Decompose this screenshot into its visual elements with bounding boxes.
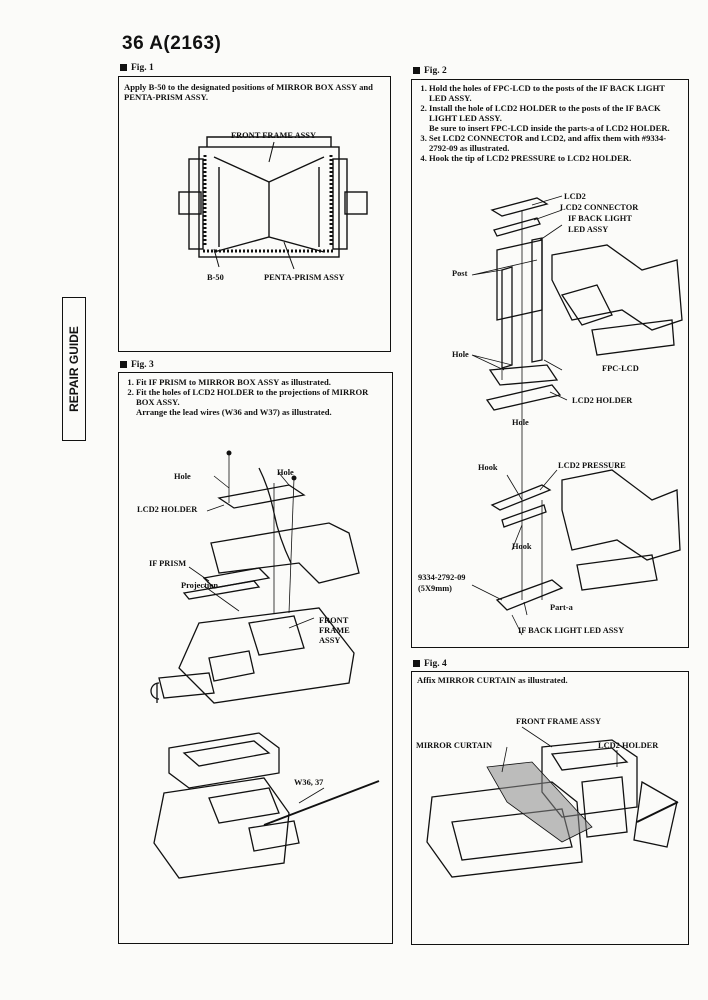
fig2-label-fpc-lcd: FPC-LCD — [602, 364, 639, 373]
fig2-label-led-assy: LED ASSY — [568, 225, 609, 234]
side-tab: REPAIR GUIDE — [62, 297, 86, 441]
fig3-step-2: Fit the holes of LCD2 HOLDER to the proj… — [136, 387, 387, 417]
fig3-label-hole-a: Hole — [174, 472, 191, 481]
fig4-label-lcd2-holder: LCD2 HOLDER — [598, 741, 659, 750]
fig3-label-lcd2-holder: LCD2 HOLDER — [137, 505, 198, 514]
fig2-illustration — [471, 195, 683, 636]
fig2-label-tape-no: 9334-2792-09 — [418, 573, 466, 582]
fig3-label-w36: W36, 37 — [294, 778, 324, 787]
fig2-label-lcd2-pressure: LCD2 PRESSURE — [558, 461, 626, 470]
fig3-steps: Fit IF PRISM to MIRROR BOX ASSY as illus… — [123, 377, 387, 417]
fig2-step-3: Set LCD2 CONNECTOR and LCD2, and affix t… — [429, 133, 684, 153]
fig2-step-4: Hook the tip of LCD2 PRESSURE to LCD2 HO… — [429, 153, 684, 163]
fig2-label-lcd2-holder: LCD2 HOLDER — [572, 396, 633, 405]
fig2-steps: Hold the holes of FPC-LCD to the posts o… — [416, 83, 684, 163]
fig3-label-front-3: ASSY — [319, 636, 341, 645]
fig3-label-projection: Projection — [181, 581, 219, 590]
fig2-step-2-text: Install the hole of LCD2 HOLDER to the p… — [429, 103, 661, 123]
fig3-illustration — [150, 450, 380, 879]
fig1-panel: Apply B-50 to the designated positions o… — [118, 76, 391, 352]
fig2-label-hook-2: Hook — [512, 542, 532, 551]
fig1-instruction: Apply B-50 to the designated positions o… — [124, 82, 373, 102]
fig4-label: Fig. 4 — [413, 659, 447, 669]
fig3-panel: Fit IF PRISM to MIRROR BOX ASSY as illus… — [118, 372, 393, 944]
fig4-illustration — [426, 726, 679, 878]
page-title: 36 A(2163) — [122, 33, 222, 54]
fig1-label-penta-prism: PENTA-PRISM ASSY — [264, 273, 345, 282]
fig2-label-lcd2-connector: LCD2 CONNECTOR — [560, 203, 639, 212]
fig3-label-hole-b: Hole — [277, 468, 294, 477]
fig2-label: Fig. 2 — [413, 66, 447, 76]
fig3-label-front-1: FRONT — [319, 616, 349, 625]
fig2-step-1: Hold the holes of FPC-LCD to the posts o… — [429, 83, 684, 103]
fig2-label-tape-size: (5X9mm) — [418, 584, 452, 593]
side-tab-label: REPAIR GUIDE — [67, 326, 82, 412]
fig3-label: Fig. 3 — [120, 360, 154, 370]
fig3-step-2-text: Fit the holes of LCD2 HOLDER to the proj… — [136, 387, 369, 407]
fig2-label-hook: Hook — [478, 463, 498, 472]
fig3-step-2-note: Arrange the lead wires (W36 and W37) as … — [136, 407, 332, 417]
fig4-label-mirror-curtain: MIRROR CURTAIN — [416, 741, 493, 750]
fig2-step-2: Install the hole of LCD2 HOLDER to the p… — [429, 103, 684, 133]
fig4-instruction: Affix MIRROR CURTAIN as illustrated. — [417, 675, 568, 685]
fig1-label-front-frame: FRONT FRAME ASSY — [231, 131, 317, 140]
fig2-label-post: Post — [452, 269, 468, 278]
fig1-illustration — [178, 136, 368, 270]
fig3-label-front-2: FRAME — [319, 626, 350, 635]
fig2-step-2-note: Be sure to insert FPC-LCD inside the par… — [429, 123, 670, 133]
fig3-label-if-prism: IF PRISM — [149, 559, 187, 568]
fig2-label-if-back-light: IF BACK LIGHT — [568, 214, 632, 223]
fig2-panel: Hold the holes of FPC-LCD to the posts o… — [411, 79, 689, 648]
fig2-label-hole: Hole — [452, 350, 469, 359]
fig4-panel: Affix MIRROR CURTAIN as illustrated. FRO… — [411, 671, 689, 945]
fig4-label-front-frame: FRONT FRAME ASSY — [516, 717, 602, 726]
fig3-step-1: Fit IF PRISM to MIRROR BOX ASSY as illus… — [136, 377, 387, 387]
fig2-label-if-back-light-led-assy: IF BACK LIGHT LED ASSY — [518, 626, 625, 635]
fig1-label: Fig. 1 — [120, 63, 154, 73]
fig2-label-hole-2: Hole — [512, 418, 529, 427]
fig2-label-lcd2: LCD2 — [564, 192, 586, 201]
fig1-label-b50: B-50 — [207, 273, 224, 282]
fig2-label-part-a: Part-a — [550, 603, 573, 612]
